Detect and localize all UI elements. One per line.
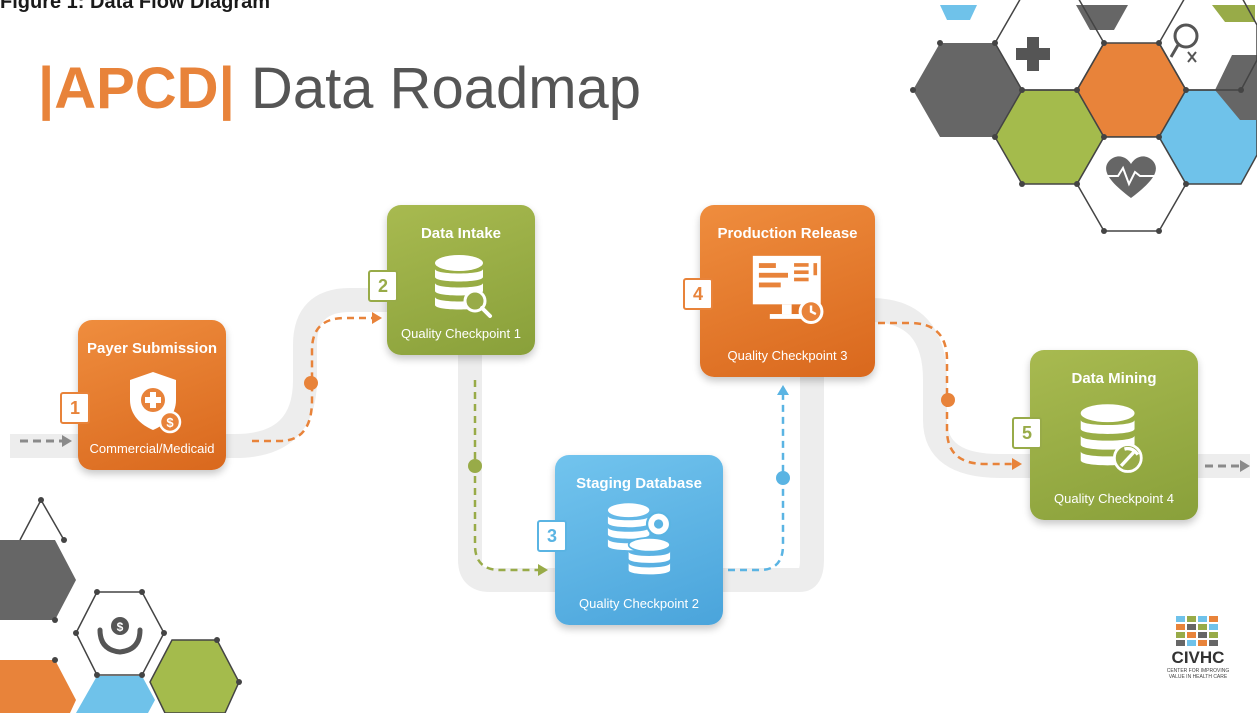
step-production-release: Production Release Quality Checkpoint 3 <box>700 205 875 377</box>
civhc-logo: CIVHC CENTER FOR IMPROVING VALUE IN HEAL… <box>1162 616 1234 680</box>
connector-4-5 <box>878 321 1022 470</box>
logo-tagline-1: CENTER FOR IMPROVING <box>1166 668 1230 674</box>
step-payer-submission: Payer Submission $ Commercial/Medicaid <box>78 320 226 470</box>
monitor-clock-icon <box>752 255 824 325</box>
hexagon-decoration-top <box>910 0 1257 234</box>
logo-name: CIVHC <box>1171 648 1225 667</box>
database-pickaxe-icon <box>1080 404 1143 473</box>
step-subtitle: Quality Checkpoint 4 <box>1054 491 1174 506</box>
connector-1-2 <box>252 312 382 443</box>
step-number-1: 1 <box>60 392 90 424</box>
step-staging-database: Staging Database Quality Checkpoint 2 <box>555 455 723 625</box>
step-subtitle: Commercial/Medicaid <box>89 441 215 456</box>
step-number-2: 2 <box>368 270 398 302</box>
step-subtitle: Quality Checkpoint 3 <box>727 348 848 363</box>
step-title: Production Release <box>717 225 858 242</box>
step-number-3: 3 <box>537 520 567 552</box>
step-data-intake: Data Intake Quality Checkpoint 1 <box>387 205 535 355</box>
entry-arrow <box>20 435 72 447</box>
step-title: Staging Database <box>576 475 702 492</box>
step-number-5: 5 <box>1012 417 1042 449</box>
step-title: Payer Submission <box>86 340 218 357</box>
title-rest: Data Roadmap <box>234 56 642 121</box>
page-title: |APCD| Data Roadmap <box>38 60 641 118</box>
svg-text:$: $ <box>117 620 124 634</box>
logo-tagline-2: VALUE IN HEALTH CARE <box>1168 674 1228 680</box>
step-number-4: 4 <box>683 278 713 310</box>
connector-2-3 <box>468 380 548 576</box>
step-title: Data Mining <box>1071 370 1157 387</box>
title-brand: |APCD| <box>38 56 235 121</box>
hands-dollar-icon: $ <box>97 617 143 655</box>
svg-text:$: $ <box>166 415 174 430</box>
plus-icon <box>1016 37 1050 71</box>
hexagon-decoration-bottom <box>0 497 242 713</box>
step-subtitle: Quality Checkpoint 1 <box>401 326 521 341</box>
heart-pulse-icon <box>1104 156 1158 198</box>
step-subtitle: Quality Checkpoint 2 <box>579 596 699 611</box>
shield-medical-dollar-icon: $ <box>130 372 182 434</box>
figure-caption: Figure 1: Data Flow Diagram <box>0 0 271 13</box>
exit-arrow <box>1205 460 1250 472</box>
step-title: Data Intake <box>420 225 502 242</box>
database-gear-icon <box>607 503 672 575</box>
magnifier-dna-icon <box>1169 23 1199 63</box>
connector-3-4 <box>728 385 790 572</box>
logo-grid-icon <box>1176 616 1218 646</box>
step-data-mining: Data Mining Quality Checkpoint 4 <box>1030 350 1198 520</box>
database-search-icon <box>435 255 492 318</box>
